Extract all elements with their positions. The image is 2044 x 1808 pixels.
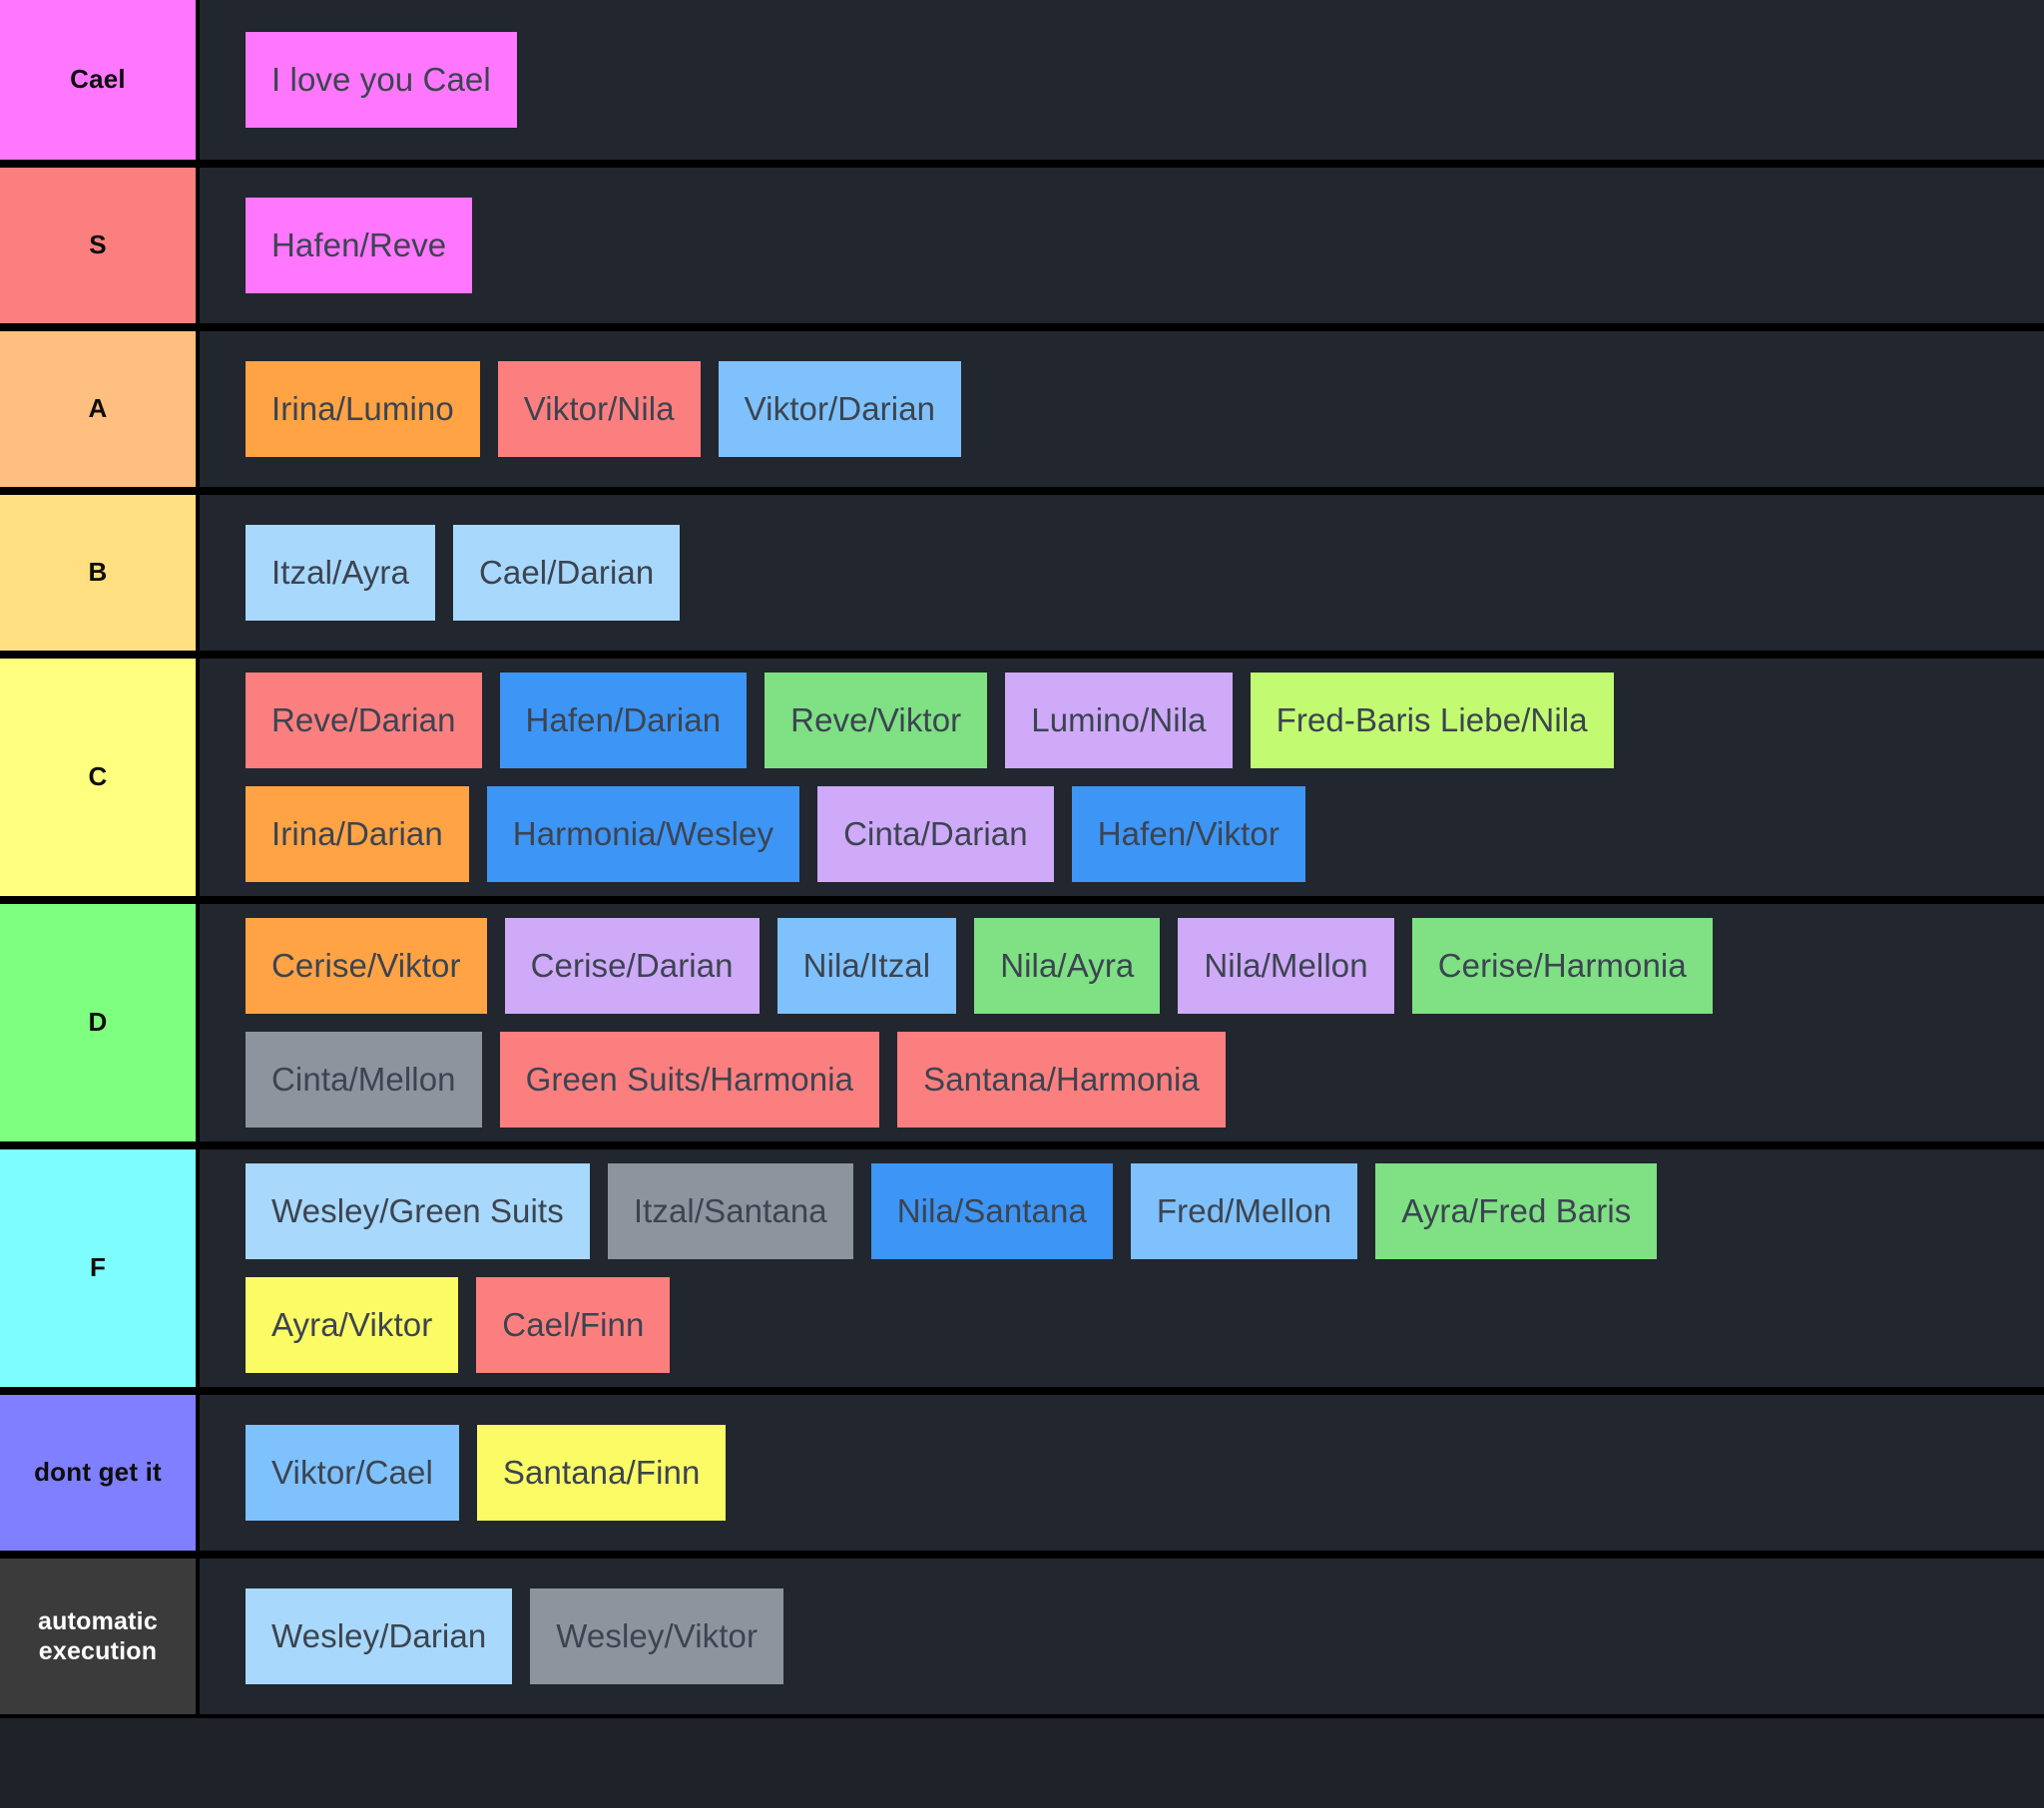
tier-items-area[interactable]: I love you Cael	[200, 0, 2044, 160]
tier-label[interactable]: A	[0, 331, 200, 487]
tier-label[interactable]: F	[0, 1149, 200, 1387]
tier-item[interactable]: Lumino/Nila	[1005, 673, 1233, 768]
tier-label[interactable]: S	[0, 168, 200, 323]
tier-item[interactable]: Santana/Finn	[476, 1425, 727, 1521]
tier-item[interactable]: I love you Cael	[246, 32, 517, 128]
tier-item[interactable]: Ayra/Viktor	[246, 1277, 459, 1373]
tier-row: Cael I love you Cael	[0, 0, 2044, 160]
tier-item[interactable]: Irina/Darian	[246, 786, 469, 882]
tier-label[interactable]: D	[0, 904, 200, 1141]
tier-item[interactable]: Cerise/Viktor	[246, 918, 487, 1014]
tier-item[interactable]: Reve/Darian	[246, 673, 482, 768]
tier-item[interactable]: Viktor/Nila	[497, 361, 701, 457]
tier-item[interactable]: Green Suits/Harmonia	[499, 1032, 880, 1128]
tier-label[interactable]: dont get it	[0, 1395, 200, 1551]
tier-item[interactable]: Wesley/Darian	[246, 1588, 513, 1684]
tier-item[interactable]: Cinta/Darian	[817, 786, 1054, 882]
tier-item[interactable]: Santana/Harmonia	[897, 1032, 1226, 1128]
tier-item[interactable]: Viktor/Cael	[246, 1425, 459, 1521]
tier-item[interactable]: Hafen/Viktor	[1071, 786, 1305, 882]
tier-item-line: Hafen/Reve	[200, 198, 2044, 293]
tier-item[interactable]: Itzal/Ayra	[246, 525, 435, 621]
tier-item[interactable]: Harmonia/Wesley	[486, 786, 800, 882]
tier-item[interactable]: Cerise/Harmonia	[1411, 918, 1713, 1014]
tier-item-line: I love you Cael	[200, 32, 2044, 128]
tier-item[interactable]: Nila/Mellon	[1178, 918, 1394, 1014]
tier-item[interactable]: Wesley/Viktor	[530, 1588, 784, 1684]
tier-item[interactable]: Nila/Santana	[870, 1163, 1113, 1259]
tier-item[interactable]: Nila/Itzal	[776, 918, 957, 1014]
tier-row: S Hafen/Reve	[0, 164, 2044, 323]
tier-item[interactable]: Viktor/Darian	[718, 361, 962, 457]
tier-item[interactable]: Ayra/Fred Baris	[1375, 1163, 1658, 1259]
tier-item[interactable]: Cael/Finn	[476, 1277, 671, 1373]
tier-items-area[interactable]: Hafen/Reve	[200, 168, 2044, 323]
tier-item[interactable]: Irina/Lumino	[246, 361, 480, 457]
tier-item[interactable]: Hafen/Darian	[499, 673, 748, 768]
tier-item[interactable]: Reve/Viktor	[765, 673, 988, 768]
tier-label[interactable]: Cael	[0, 0, 200, 160]
tier-item[interactable]: Fred/Mellon	[1130, 1163, 1358, 1259]
tier-label[interactable]: B	[0, 495, 200, 651]
tier-label[interactable]: C	[0, 659, 200, 896]
tier-item[interactable]: Cael/Darian	[452, 525, 681, 621]
tier-item[interactable]: Fred-Baris Liebe/Nila	[1250, 673, 1614, 768]
tier-item[interactable]: Cerise/Darian	[504, 918, 760, 1014]
tier-label[interactable]: automatic execution	[0, 1559, 200, 1714]
tier-item[interactable]: Hafen/Reve	[246, 198, 473, 293]
tier-item[interactable]: Nila/Ayra	[974, 918, 1161, 1014]
tier-item[interactable]: Wesley/Green Suits	[246, 1163, 590, 1259]
tier-item[interactable]: Cinta/Mellon	[246, 1032, 482, 1128]
tier-item[interactable]: Itzal/Santana	[607, 1163, 853, 1259]
